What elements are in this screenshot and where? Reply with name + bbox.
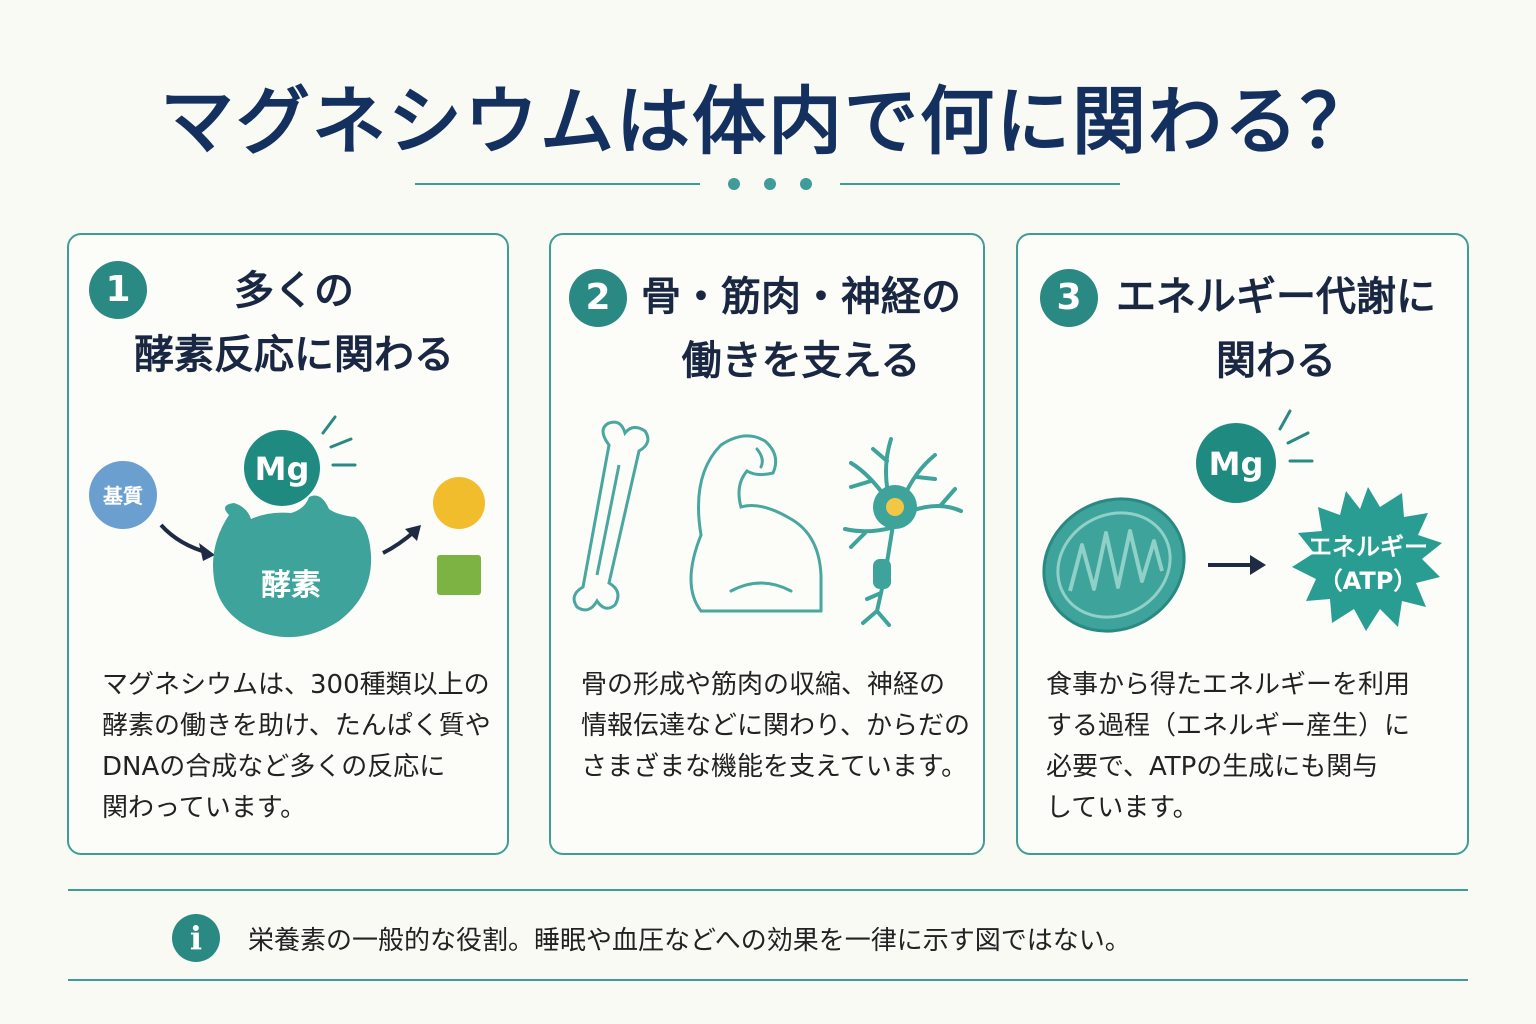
description-line: しています。 bbox=[1046, 793, 1199, 823]
atp-label: （ATP） bbox=[1319, 567, 1418, 595]
title-divider bbox=[415, 178, 1120, 190]
neuron-icon bbox=[843, 437, 963, 627]
arrow-right-icon bbox=[1208, 555, 1266, 575]
description-line: 骨の形成や筋肉の収縮、神経の bbox=[581, 670, 946, 700]
card-title-line: 多くの bbox=[234, 268, 354, 314]
mg-ion-circle bbox=[244, 430, 320, 506]
description-line: 酵素の働きを助け、たんぱく質や bbox=[102, 711, 491, 741]
enzyme-shape bbox=[213, 495, 372, 638]
product-circle bbox=[433, 477, 485, 529]
bone-icon bbox=[572, 420, 650, 612]
mg-label: Mg bbox=[255, 450, 310, 488]
card-number-badge: 1 bbox=[89, 261, 147, 319]
card-description: マグネシウムは、300種類以上の 酵素の働きを助け、たんぱく質や DNAの合成な… bbox=[102, 665, 491, 829]
card-number-badge: 2 bbox=[569, 269, 627, 327]
disclaimer-note: 栄養素の一般的な役割。睡眠や血圧などへの効果を一律に示す図ではない。 bbox=[248, 926, 1131, 956]
description-line: マグネシウムは、300種類以上の bbox=[102, 670, 490, 700]
energy-illustration: Mg エネルギー （ATP） bbox=[1042, 409, 1442, 633]
spark-lines-icon bbox=[1278, 409, 1314, 463]
card-energy-metabolism: 3 エネルギー代謝に 関わる Mg エネルギー （ATP） 食事から得たエネルギ… bbox=[1016, 233, 1469, 855]
description-line: DNAの合成など多くの反応に bbox=[102, 752, 446, 782]
card-enzyme-reactions: 1 多くの 酵素反応に関わる 基質 Mg 酵素 マグネシウムは、300種類以上の… bbox=[67, 233, 509, 855]
card-title-line: 酵素反応に関わる bbox=[134, 332, 454, 378]
page-title: マグネシウムは体内で何に関わる？ bbox=[160, 79, 1376, 165]
muscle-arm-icon bbox=[689, 434, 823, 613]
description-line: 関わっています。 bbox=[102, 793, 307, 823]
description-line: する過程（エネルギー産生）に bbox=[1046, 711, 1411, 741]
mitochondria-icon bbox=[1042, 497, 1186, 633]
card-title-line: 働きを支える bbox=[681, 338, 921, 384]
body-functions-illustration bbox=[572, 420, 963, 627]
description-line: 必要で、ATPの生成にも関与 bbox=[1046, 752, 1379, 782]
spark-lines-icon bbox=[321, 415, 357, 467]
substrate-label: 基質 bbox=[103, 484, 143, 508]
energy-label: エネルギー bbox=[1308, 533, 1428, 561]
card-title: 骨・筋肉・神経の 働きを支える bbox=[631, 265, 971, 393]
description-line: 情報伝達などに関わり、からだの bbox=[581, 711, 970, 741]
note-top-divider bbox=[68, 889, 1468, 891]
info-icon: i bbox=[172, 914, 220, 962]
card-title: 多くの 酵素反応に関わる bbox=[89, 259, 499, 387]
card-bone-muscle-nerve: 2 骨・筋肉・神経の 働きを支える 骨の形成や筋肉の収縮、神経の 情報伝達などに… bbox=[549, 233, 985, 855]
enzyme-illustration: 基質 Mg 酵素 bbox=[89, 415, 485, 638]
card-number-badge: 3 bbox=[1040, 269, 1098, 327]
neuron-nucleus bbox=[886, 498, 904, 516]
card-title-line: 骨・筋肉・神経の bbox=[641, 274, 961, 320]
mg-label: Mg bbox=[1209, 445, 1264, 483]
note-bottom-divider bbox=[68, 979, 1468, 981]
energy-burst-icon bbox=[1292, 487, 1442, 631]
card-title-line: エネルギー代謝に bbox=[1116, 274, 1436, 320]
card-description: 骨の形成や筋肉の収縮、神経の 情報伝達などに関わり、からだの さまざまな機能を支… bbox=[581, 665, 970, 788]
description-line: さまざまな機能を支えています。 bbox=[581, 752, 968, 782]
substrate-circle bbox=[89, 461, 157, 529]
card-description: 食事から得たエネルギーを利用 する過程（エネルギー産生）に 必要で、ATPの生成… bbox=[1046, 665, 1410, 829]
description-line: 食事から得たエネルギーを利用 bbox=[1046, 670, 1411, 700]
card-title: エネルギー代謝に 関わる bbox=[1104, 265, 1448, 393]
card-title-line: 関わる bbox=[1216, 338, 1336, 384]
mg-ion-circle bbox=[1196, 423, 1276, 503]
arrow-to-products-icon bbox=[382, 529, 417, 555]
enzyme-label: 酵素 bbox=[261, 568, 321, 603]
product-square bbox=[437, 555, 481, 595]
